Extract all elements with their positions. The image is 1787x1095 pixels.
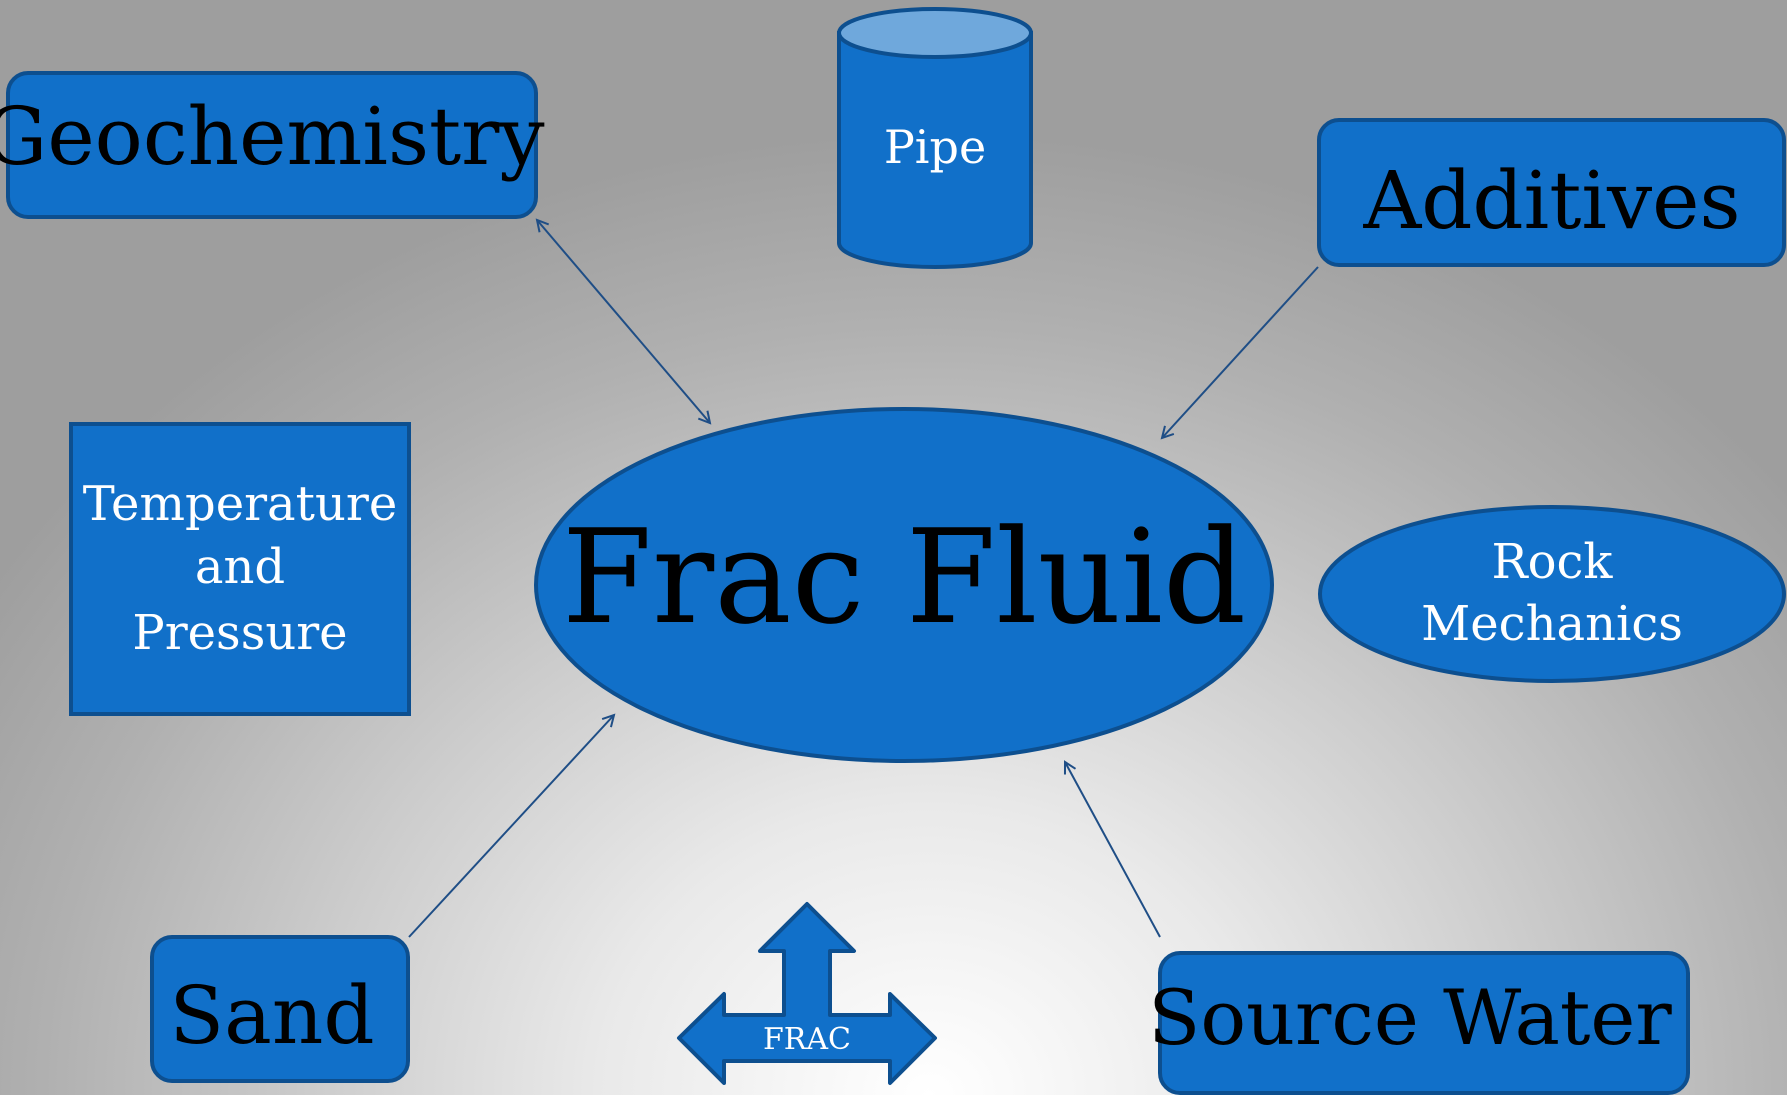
frac-fluid-label: Frac Fluid: [562, 501, 1246, 653]
pipe-label: Pipe: [884, 120, 986, 174]
pressure-label: Pressure: [132, 605, 347, 661]
arrow-source-water-to-frac-fluid: [1065, 762, 1161, 938]
arrow-geochemistry-fraclfuid: [537, 220, 710, 423]
geochemistry-node: Geochemistry: [0, 71, 545, 219]
frac-fluid-node: Frac Fluid: [534, 407, 1274, 763]
additives-node: Additives: [1317, 118, 1786, 267]
source-water-label: Source Water: [1148, 973, 1672, 1062]
additives-label: Additives: [1362, 154, 1740, 247]
mechanics-label: Mechanics: [1421, 596, 1683, 652]
source-water-node: Source Water: [1148, 951, 1690, 1095]
geochemistry-label: Geochemistry: [0, 90, 545, 183]
pipe-node: Pipe: [837, 7, 1033, 269]
temperature-label: Temperature: [83, 476, 397, 532]
sand-label: Sand: [169, 969, 374, 1062]
frac-arrow-shape: FRAC: [677, 902, 937, 1085]
sand-node: Sand: [150, 935, 410, 1083]
frac-label: FRAC: [763, 1022, 851, 1057]
temperature-pressure-node: Temperature and Pressure: [69, 422, 411, 716]
and-label: and: [195, 539, 285, 595]
rock-mechanics-node: Rock Mechanics: [1318, 505, 1786, 683]
arrow-sand-to-frac-fluid: [408, 715, 614, 938]
rock-label: Rock: [1491, 534, 1613, 590]
arrow-additives-to-frac-fluid: [1162, 266, 1319, 438]
